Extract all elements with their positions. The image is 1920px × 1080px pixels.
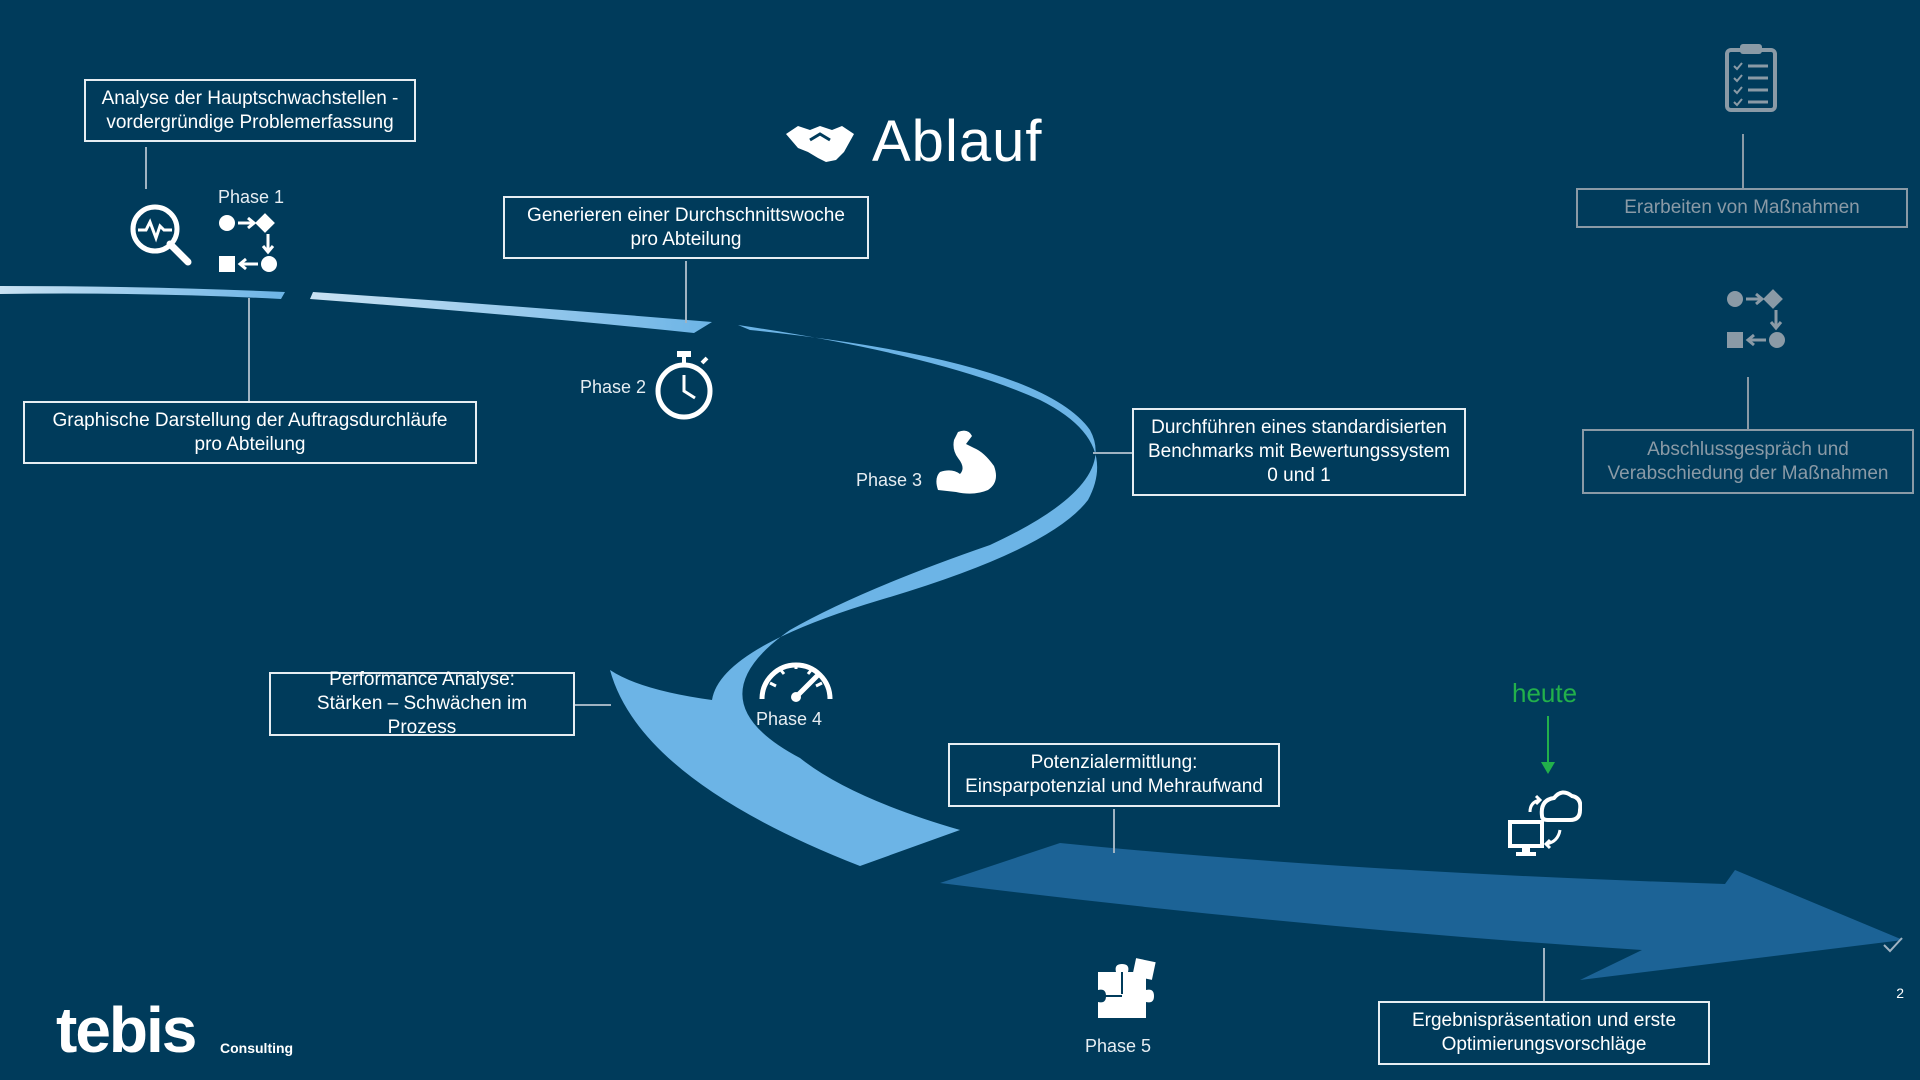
box-ergebnis-line2: Optimierungsvorschläge — [1441, 1034, 1647, 1055]
page-title: Ablauf — [872, 109, 1043, 174]
connector-abschluss — [1747, 377, 1749, 429]
logo-tebis: tebis — [56, 994, 197, 1066]
phase-5-label: Phase 5 — [1085, 1036, 1152, 1056]
speedometer-icon — [759, 662, 833, 702]
magnifier-pulse-icon — [130, 204, 192, 266]
connector-potenzial — [1113, 809, 1115, 853]
box-benchmark-line2: Benchmarks mit Bewertungssystem — [1148, 441, 1450, 462]
logo-consulting: Consulting — [220, 1040, 294, 1056]
box-graphische-line2: pro Abteilung — [194, 433, 306, 455]
page-number: 2 — [1896, 985, 1904, 1001]
cloud-sync-icon — [1508, 790, 1582, 856]
box-performance: Performance Analyse: Stärken – Schwächen… — [269, 669, 575, 738]
connector-analyse — [145, 147, 147, 189]
connector-benchmark — [1093, 452, 1133, 454]
checklist-icon — [1725, 44, 1777, 112]
phase-2-label: Phase 2 — [580, 377, 647, 397]
box-benchmark: Durchführen eines standardisierten Bench… — [1132, 408, 1466, 496]
flowchart-icon-future — [1727, 289, 1785, 348]
road-arrow — [940, 843, 1903, 980]
box-ergebnis: Ergebnispräsentation und erste Optimieru… — [1378, 1001, 1710, 1065]
check-icon — [1883, 937, 1903, 953]
road-segment-3 — [712, 325, 1098, 830]
box-massnahmen-line1: Erarbeiten von Maßnahmen — [1624, 197, 1860, 218]
phase-3-label: Phase 3 — [856, 470, 923, 490]
box-potenzial-line1: Potenzialermittlung: — [1030, 752, 1198, 773]
flowchart-icon — [219, 213, 277, 272]
connector-massnahmen — [1742, 134, 1744, 188]
box-potenzial: Potenzialermittlung: Einsparpotenzial un… — [948, 743, 1280, 807]
bicep-icon — [936, 430, 996, 494]
heute-arrow-icon — [1541, 716, 1555, 774]
phase-4-label: Phase 4 — [756, 709, 823, 729]
box-analyse-line2: vordergründige Problemerfassung — [106, 111, 394, 133]
box-ergebnis-line1: Ergebnispräsentation und erste — [1411, 1010, 1677, 1031]
box-graphische-line1: Graphische Darstellung der Auftragsdurch… — [52, 409, 448, 431]
phase-1-label: Phase 1 — [218, 187, 285, 207]
box-analyse-line1: Analyse der Hauptschwachstellen - — [101, 87, 399, 109]
heute-label: heute — [1512, 678, 1578, 708]
box-abschluss-line2: Verabschiedung der Maßnahmen — [1607, 462, 1889, 484]
connector-ergebnis — [1543, 948, 1545, 1001]
box-generieren-line1: Generieren einer Durchschnittswoche — [527, 204, 845, 226]
box-benchmark-line1: Durchführen eines standardisierten — [1151, 417, 1447, 438]
connector-performance — [575, 704, 611, 706]
box-abschluss: Abschlussgespräch und Verabschiedung der… — [1582, 429, 1914, 494]
road-segment-1 — [0, 286, 285, 299]
puzzle-icon — [1098, 958, 1156, 1018]
road-segment-2 — [310, 292, 712, 333]
box-graphische: Graphische Darstellung der Auftragsdurch… — [23, 401, 477, 464]
box-performance-line2: Stärken – Schwächen im Prozess — [316, 693, 528, 738]
box-generieren-line2: pro Abteilung — [630, 228, 742, 250]
box-generieren: Generieren einer Durchschnittswoche pro … — [503, 196, 869, 259]
box-abschluss-line1: Abschlussgespräch und — [1647, 438, 1849, 460]
box-performance-line1: Performance Analyse: — [329, 669, 515, 690]
road-segment-4 — [610, 670, 960, 866]
box-benchmark-line3: 0 und 1 — [1267, 465, 1331, 486]
box-potenzial-line2: Einsparpotenzial und Mehraufwand — [965, 776, 1263, 797]
box-analyse: Analyse der Hauptschwachstellen - vorder… — [84, 79, 416, 142]
stopwatch-icon — [655, 351, 713, 420]
connector-graphische — [248, 298, 250, 402]
handshake-icon — [786, 126, 854, 162]
box-massnahmen: Erarbeiten von Maßnahmen — [1576, 188, 1908, 228]
connector-generieren — [685, 261, 687, 323]
